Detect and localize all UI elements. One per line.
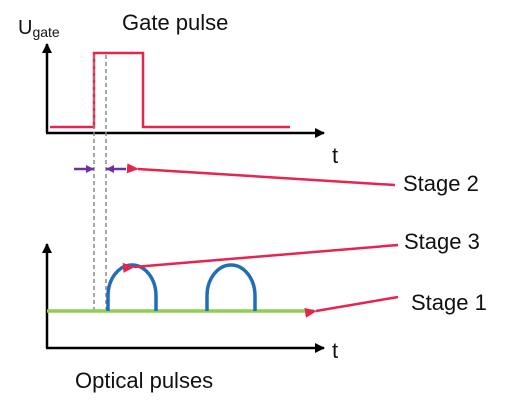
optical-time-axis-label: t	[332, 338, 338, 363]
stage3-pointer-arrow	[122, 243, 399, 273]
stage1-label: Stage 1	[411, 290, 487, 315]
gate-axis-label-subscript: gate	[32, 24, 59, 40]
gate-pulse-plot: Ugate Gate pulse t	[18, 10, 338, 168]
gate-time-axis-label: t	[332, 143, 338, 168]
gate-edge-guides	[93, 55, 107, 312]
stage-callouts: Stage 2 Stage 3 Stage 1	[122, 163, 487, 318]
stage1-pointer-arrow	[304, 295, 399, 318]
stage2-label: Stage 2	[403, 171, 479, 196]
gate-axis-label: Ugate	[18, 17, 60, 40]
optical-pulse-2	[205, 263, 257, 311]
optical-pulse-1	[106, 263, 158, 311]
gate-axis-label-main: U	[18, 17, 32, 39]
gate-pulse-title: Gate pulse	[122, 10, 228, 35]
stage3-label: Stage 3	[404, 229, 480, 254]
stage2-pointer-arrow	[126, 163, 396, 187]
gate-pulse-waveform	[50, 51, 290, 129]
optical-pulse-plot: t Optical pulses	[42, 243, 338, 393]
optical-pulses-title: Optical pulses	[75, 368, 213, 393]
